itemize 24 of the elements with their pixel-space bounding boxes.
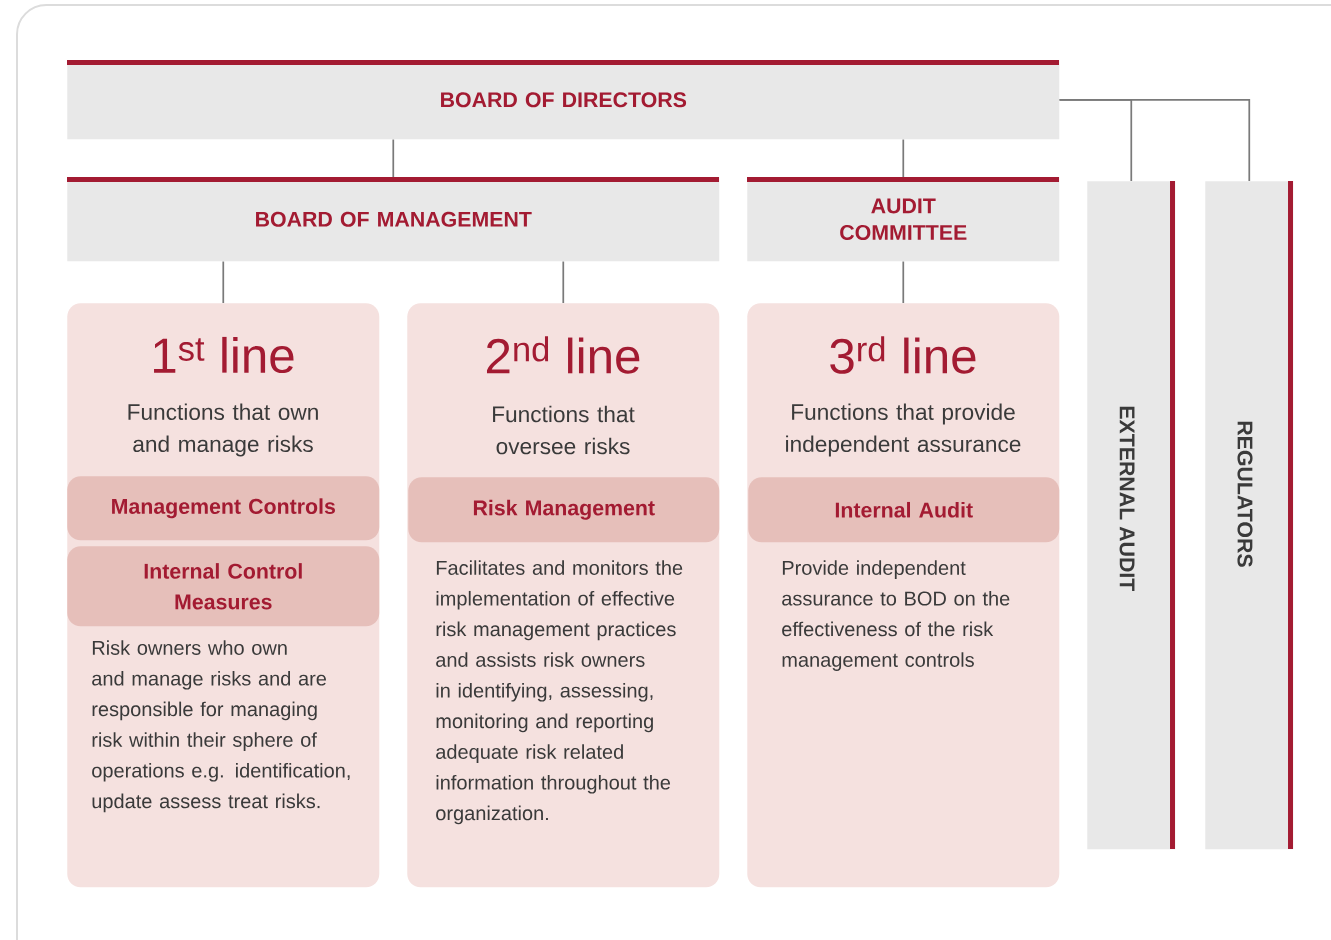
category-box: Internal Audit bbox=[748, 477, 1060, 543]
line-subtitle: Functions that own and manage risks bbox=[128, 403, 318, 457]
connector-line bbox=[222, 260, 225, 304]
header-box: BOARD OF DIRECTORS bbox=[67, 60, 1060, 140]
category-box: Risk Management bbox=[408, 477, 720, 543]
connector-line bbox=[1058, 98, 1251, 182]
side-bar: EXTERNAL AUDIT bbox=[1087, 181, 1176, 850]
category-box: Internal Control Measures bbox=[67, 546, 380, 627]
connector-line bbox=[902, 260, 905, 304]
connector-line bbox=[392, 138, 395, 178]
line-heading: 2$^{nd}$ line bbox=[487, 336, 640, 374]
line-description: Risk owners who own and manage risks and are responsible for managing risk within their sphere of operations e.g. identification, update assess treat risks. bbox=[92, 640, 350, 813]
line-subtitle: Functions that oversee risks bbox=[493, 405, 635, 455]
category-box: Management Controls bbox=[67, 476, 380, 541]
connector-line bbox=[562, 260, 565, 304]
line-description: Provide independent assurance to BOD on the effectiveness of the risk management controls bbox=[782, 560, 1010, 671]
line-heading: 3$^{rd}$ line bbox=[830, 336, 976, 374]
side-bar: REGULATORS bbox=[1205, 181, 1294, 850]
line-description: Facilitates and monitors the implementation of effective risk management practices and assists risk owners in identifying, assessing, monitoring and reporting adequate risk related information throughout the organization. bbox=[436, 560, 683, 825]
line-subtitle: Functions that provide independent assurance bbox=[786, 403, 1021, 457]
line-heading: 1$^{st}$ line bbox=[154, 336, 294, 374]
connector-line bbox=[902, 138, 905, 178]
header-box: AUDIT COMMITTEE bbox=[747, 177, 1060, 262]
header-box: BOARD OF MANAGEMENT bbox=[67, 177, 720, 262]
